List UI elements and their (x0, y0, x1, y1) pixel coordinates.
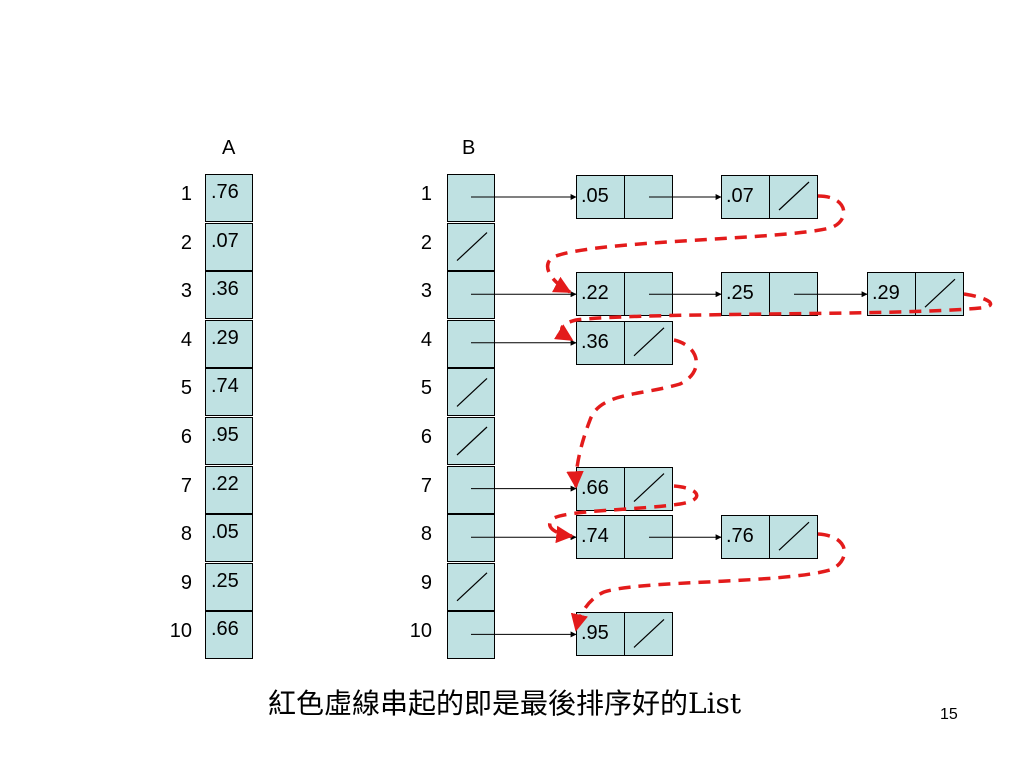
array-b-cell (447, 514, 495, 563)
array-b-cell (447, 271, 495, 320)
node-value: .95 (577, 613, 625, 656)
node-value: .36 (577, 321, 625, 364)
node-value: .74 (577, 516, 625, 559)
null-pointer-slashes (456, 181, 956, 648)
row-index: 6 (420, 426, 432, 448)
row-index: 3 (420, 280, 432, 303)
node-value: .05 (577, 176, 625, 218)
list-node: .76 (721, 515, 818, 560)
node-pointer (625, 322, 672, 364)
row-index: 4 (420, 328, 432, 351)
node-pointer (770, 176, 817, 218)
row-index: 10 (409, 620, 432, 643)
array-b-cell (447, 174, 495, 222)
row-index: 5 (180, 377, 192, 400)
row-index: 3 (180, 280, 192, 303)
array-b-cell (447, 222, 495, 271)
list-node: .29 (867, 272, 964, 317)
page-number: 15 (940, 706, 958, 723)
array-a-title: A (222, 137, 236, 159)
node-value: .07 (722, 176, 770, 218)
node-value: .76 (722, 516, 770, 559)
list-node: .74 (576, 515, 673, 560)
list-node: .05 (576, 175, 673, 219)
sorted-order-path (545, 194, 993, 632)
array-a-cell: .22 (205, 465, 253, 514)
caption: 紅色虛線串起的即是最後排序好的List (268, 687, 742, 720)
row-index: 1 (180, 183, 192, 205)
row-index: 2 (180, 231, 192, 254)
array-b-cell (447, 368, 495, 417)
node-pointer (625, 176, 672, 218)
row-index: 6 (180, 426, 192, 448)
array-a-cell: .95 (205, 417, 253, 465)
row-index: 7 (180, 474, 192, 497)
node-value: .29 (868, 273, 916, 316)
node-pointer (916, 273, 963, 315)
row-index: 9 (420, 571, 432, 594)
array-a-cell: .05 (205, 514, 253, 563)
row-index: 5 (420, 377, 432, 400)
node-pointer (625, 273, 672, 315)
row-index: 7 (420, 474, 432, 497)
row-index: 8 (420, 523, 432, 546)
array-a-cell: .74 (205, 368, 253, 417)
pointer-arrows (471, 194, 868, 638)
array-b-cell (447, 465, 495, 514)
array-a-cell: .76 (205, 174, 253, 222)
row-index: 8 (180, 523, 192, 546)
array-a-cell: .29 (205, 319, 253, 368)
node-pointer (625, 468, 672, 510)
row-index: 1 (420, 183, 432, 205)
row-index: 9 (180, 571, 192, 594)
array-b-title: B (462, 137, 476, 159)
list-node: .66 (576, 466, 673, 511)
node-pointer (770, 273, 817, 315)
node-value: .25 (722, 273, 770, 316)
list-node: .22 (576, 272, 673, 317)
array-a-cell: .07 (205, 222, 253, 271)
node-value: .66 (577, 467, 625, 510)
node-pointer (625, 613, 672, 655)
node-pointer (770, 516, 817, 558)
node-pointer (625, 516, 672, 558)
list-node: .95 (576, 612, 673, 657)
row-index: 2 (420, 231, 432, 254)
node-value: .22 (577, 273, 625, 316)
array-a-cell: .25 (205, 562, 253, 611)
row-index: 10 (169, 620, 192, 643)
list-node: .07 (721, 175, 818, 219)
list-node: .25 (721, 272, 818, 317)
array-b-cell (447, 319, 495, 368)
array-b-cell (447, 562, 495, 611)
array-a-cell: .36 (205, 271, 253, 320)
array-a-cell: .66 (205, 611, 253, 660)
list-node: .36 (576, 320, 673, 365)
array-b-cell (447, 611, 495, 660)
array-b-cell (447, 417, 495, 465)
row-index: 4 (180, 328, 192, 351)
